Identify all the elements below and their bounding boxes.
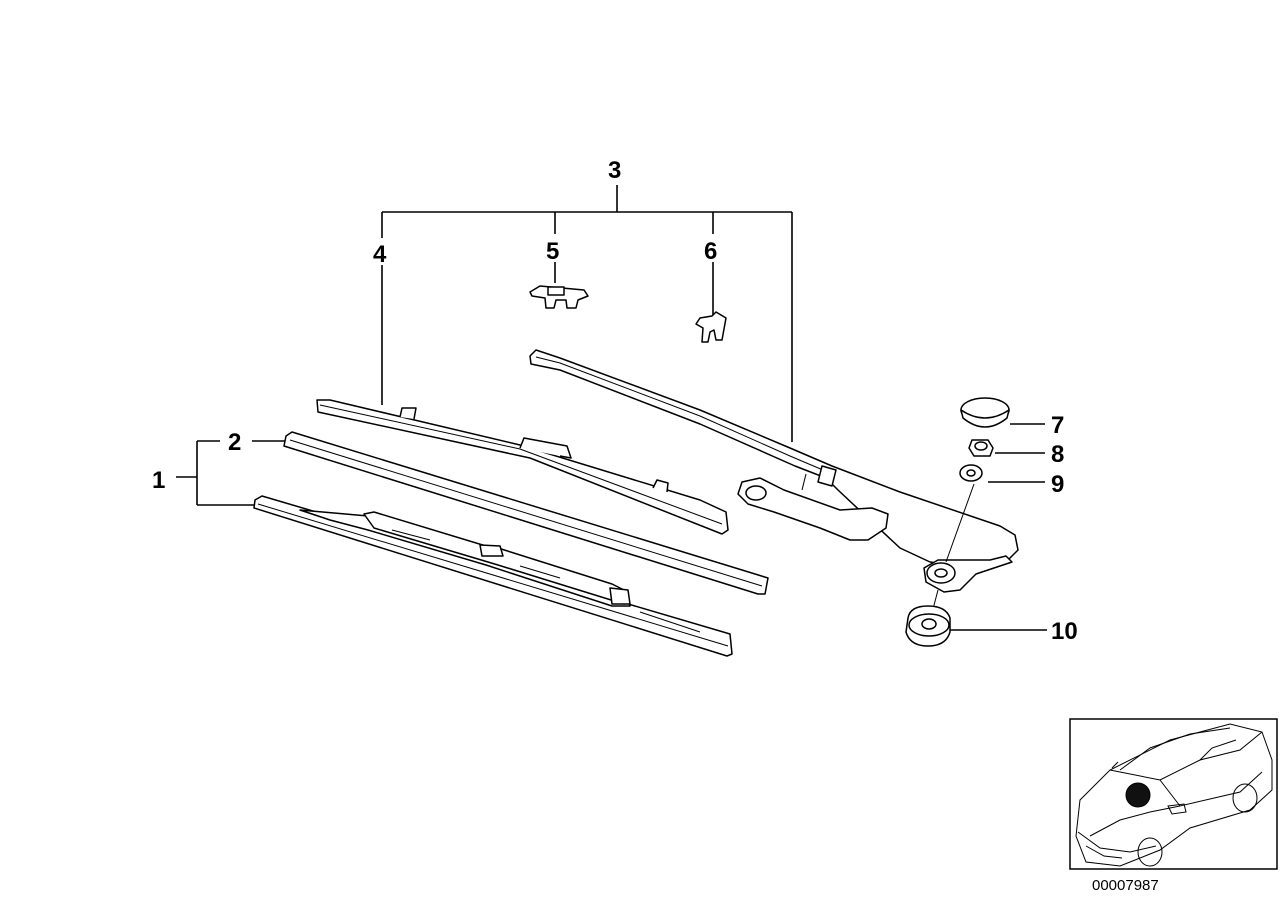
leaders-right bbox=[950, 423, 1047, 631]
grommet-10 bbox=[905, 605, 951, 647]
clip-6 bbox=[695, 311, 727, 343]
washer-9 bbox=[959, 464, 983, 482]
bracket-3 bbox=[381, 185, 793, 442]
clip-5 bbox=[529, 285, 589, 309]
wiper-spoiler bbox=[316, 399, 729, 535]
callout-9: 9 bbox=[1051, 471, 1064, 498]
wiper-arm bbox=[529, 349, 1019, 629]
callout-1: 1 bbox=[152, 467, 165, 494]
bracket-1 bbox=[176, 440, 285, 506]
locator-thumbnail bbox=[1069, 718, 1278, 870]
wiper-rubber-strip bbox=[283, 431, 769, 595]
callout-2: 2 bbox=[228, 429, 241, 456]
callout-8: 8 bbox=[1051, 441, 1064, 468]
cap-7 bbox=[960, 397, 1010, 428]
callout-7: 7 bbox=[1051, 412, 1064, 439]
callout-5: 5 bbox=[546, 238, 559, 265]
callout-6: 6 bbox=[704, 238, 717, 265]
wiper-blade bbox=[253, 495, 733, 657]
nut-8 bbox=[968, 439, 994, 457]
reference-number: 00007987 bbox=[1092, 877, 1159, 894]
location-marker bbox=[1125, 782, 1151, 808]
callout-3: 3 bbox=[608, 157, 621, 184]
callout-10: 10 bbox=[1051, 618, 1078, 645]
car-outline-icon bbox=[1075, 723, 1273, 867]
callout-4: 4 bbox=[373, 241, 387, 268]
